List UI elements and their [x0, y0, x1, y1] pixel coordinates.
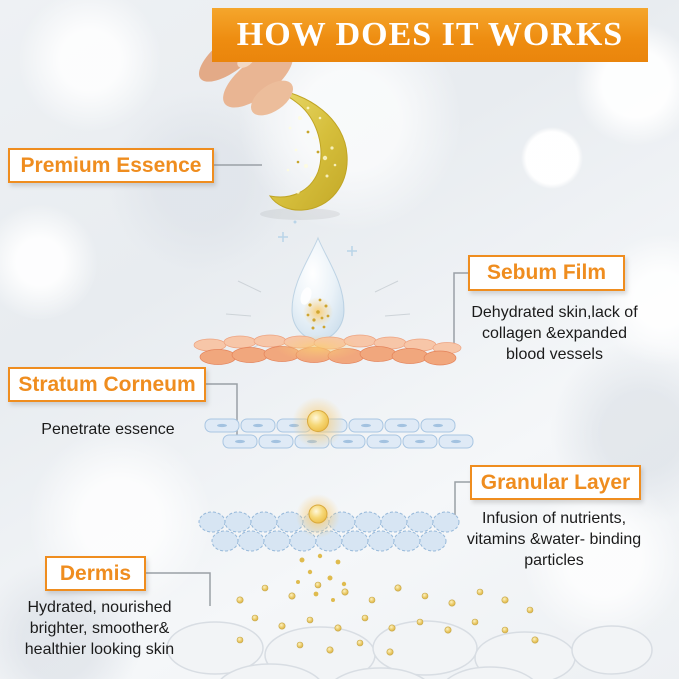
granular-layer-description: Infusion of nutrients, vitamins &water- … [466, 510, 642, 570]
gold-essence-patch [265, 87, 348, 211]
title-banner: HOW DOES IT WORKS [212, 8, 648, 62]
stratum-corneum-layer [204, 397, 474, 449]
dermis-label: Dermis [45, 556, 146, 591]
dermis-description: Hydrated, nourished brighter, smoother& … [24, 599, 175, 659]
page-title: HOW DOES IT WORKS [236, 16, 624, 53]
granular-layer [198, 494, 460, 602]
stratum-corneum-label: Stratum Corneum [8, 367, 206, 402]
sebum-film-description: Dehydrated skin,lack of collagen &expand… [471, 304, 638, 364]
stratum-corneum-description: Penetrate essence [41, 421, 175, 438]
sebum-film-label: Sebum Film [468, 255, 625, 291]
sebum-film-layer [193, 334, 462, 366]
dermis-layer [166, 581, 653, 679]
granular-layer-label: Granular Layer [470, 465, 641, 500]
essence-droplet [225, 220, 411, 355]
premium-essence-label: Premium Essence [8, 148, 214, 183]
